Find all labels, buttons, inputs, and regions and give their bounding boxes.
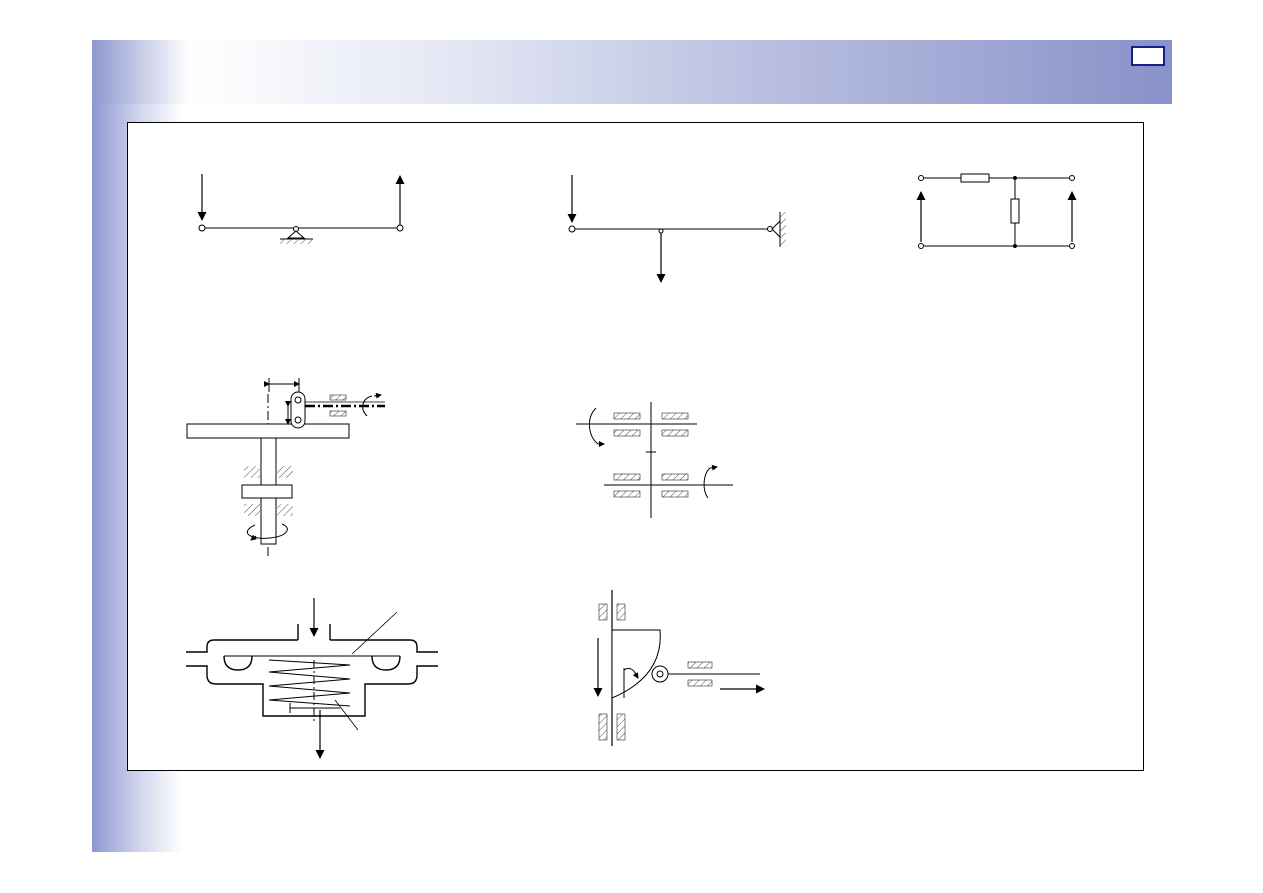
lever-schematic (197, 174, 405, 244)
wedge-cam-roller-schematic (593, 590, 765, 746)
cam-follower-slider-schematic (186, 378, 385, 556)
header-band (92, 40, 1172, 104)
page-number-box (1131, 46, 1165, 66)
spring-valve-schematic (186, 598, 438, 759)
cantilever-beam-schematic (567, 175, 786, 283)
two-shaft-bearing-schematic (576, 402, 733, 518)
resistor-network-schematic (916, 173, 1077, 249)
